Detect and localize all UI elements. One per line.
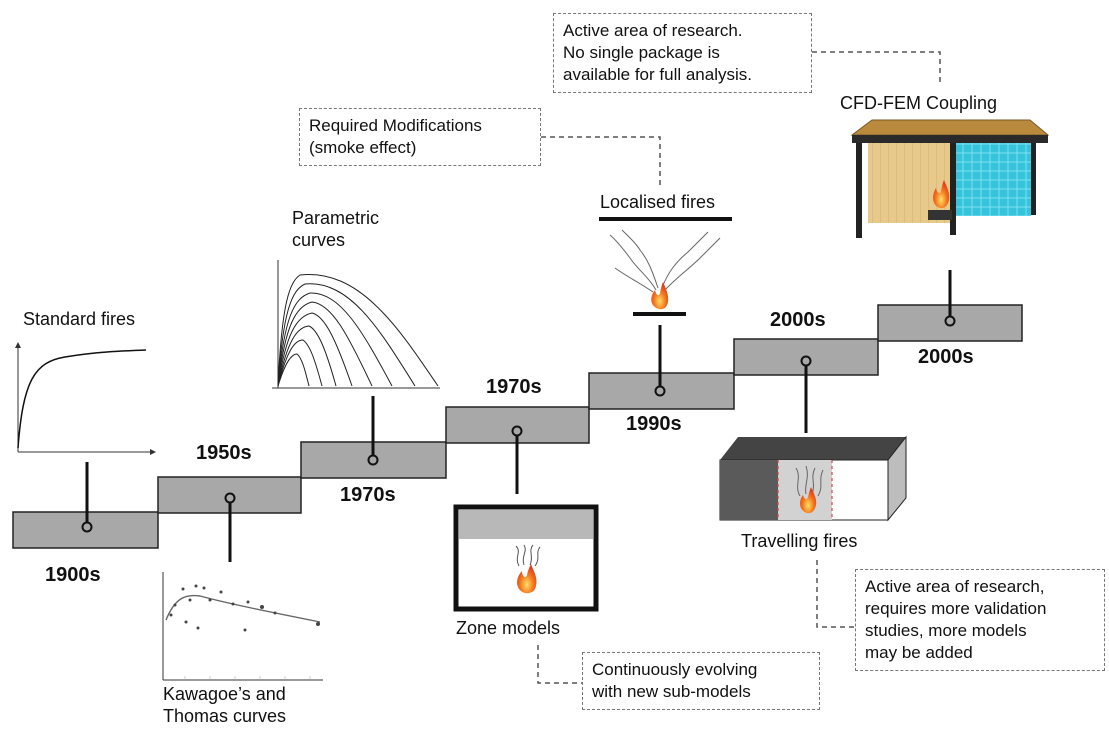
note-travelling-fires: Active area of research, requires more v… — [855, 569, 1105, 671]
note-cfd-line2: No single package is — [563, 43, 720, 62]
pin-1970s-a — [367, 454, 379, 466]
note-travelling-line2: requires more validation — [865, 599, 1047, 618]
label-localised-fires: Localised fires — [600, 192, 716, 212]
label-zone-models: Zone models — [456, 618, 561, 638]
label-parametric-line1: Parametric — [292, 208, 380, 228]
label-kawagoe-line2: Thomas curves — [163, 706, 287, 726]
label-cfd-fem: CFD-FEM Coupling — [840, 93, 998, 113]
standard-fire-graph — [15, 342, 156, 455]
parametric-curves-graph — [272, 260, 440, 389]
cfd-fem-illustration — [850, 119, 1050, 238]
connectors — [81, 270, 956, 562]
pin-2000s-b — [944, 315, 956, 327]
zone-model-illustration — [453, 504, 599, 612]
leader-localised — [541, 136, 661, 185]
note-travelling-line4: may be added — [865, 643, 973, 662]
note-localised-line1: Required Modifications — [309, 116, 482, 135]
label-kawagoe-line1: Kawagoe’s and — [163, 684, 286, 704]
travelling-fire-illustration — [719, 435, 907, 522]
travelling-flame — [800, 487, 817, 514]
label-travelling-fires: Travelling fires — [741, 531, 858, 551]
note-travelling-line1: Active area of research, — [865, 577, 1045, 596]
kawagoe-thomas-graph — [162, 572, 323, 681]
note-leaders — [537, 51, 941, 684]
pin-1950s — [224, 492, 236, 504]
note-localised-fires: Required Modifications (smoke effect) — [299, 108, 541, 166]
label-standard-fires: Standard fires — [23, 309, 136, 329]
note-zone-line2: with new sub-models — [592, 682, 751, 701]
note-localised-line2: (smoke effect) — [309, 138, 417, 157]
note-cfd-fem: Active area of research. No single packa… — [553, 13, 812, 93]
pin-1990s — [654, 385, 666, 397]
note-zone-models: Continuously evolving with new sub-model… — [582, 652, 820, 710]
year-1950s: 1950s — [196, 442, 252, 464]
label-kawagoe-thomas: Kawagoe’s and Thomas curves — [163, 683, 286, 727]
year-2000s-b: 2000s — [918, 346, 974, 368]
note-zone-line1: Continuously evolving — [592, 660, 758, 679]
note-cfd-line3: available for full analysis. — [563, 65, 752, 84]
zone-flame — [517, 564, 537, 594]
localised-fire-illustration — [599, 217, 732, 316]
localised-flame — [651, 282, 669, 310]
year-1990s: 1990s — [626, 413, 682, 435]
label-parametric-curves: Parametric curves — [292, 207, 379, 251]
pin-2000s-a — [800, 355, 812, 367]
cfd-flame — [933, 180, 950, 209]
leader-travelling — [816, 560, 857, 628]
note-cfd-line1: Active area of research. — [563, 21, 743, 40]
year-1900s: 1900s — [45, 564, 101, 586]
year-1970s-b: 1970s — [486, 376, 542, 398]
note-travelling-line3: studies, more models — [865, 621, 1027, 640]
year-2000s-a: 2000s — [770, 309, 826, 331]
leader-zone — [537, 645, 585, 684]
pin-1970s-b — [511, 425, 523, 437]
label-parametric-line2: curves — [292, 230, 346, 250]
pin-1900s — [81, 521, 93, 533]
year-1970s-a: 1970s — [340, 484, 396, 506]
leader-cfd — [812, 51, 941, 82]
